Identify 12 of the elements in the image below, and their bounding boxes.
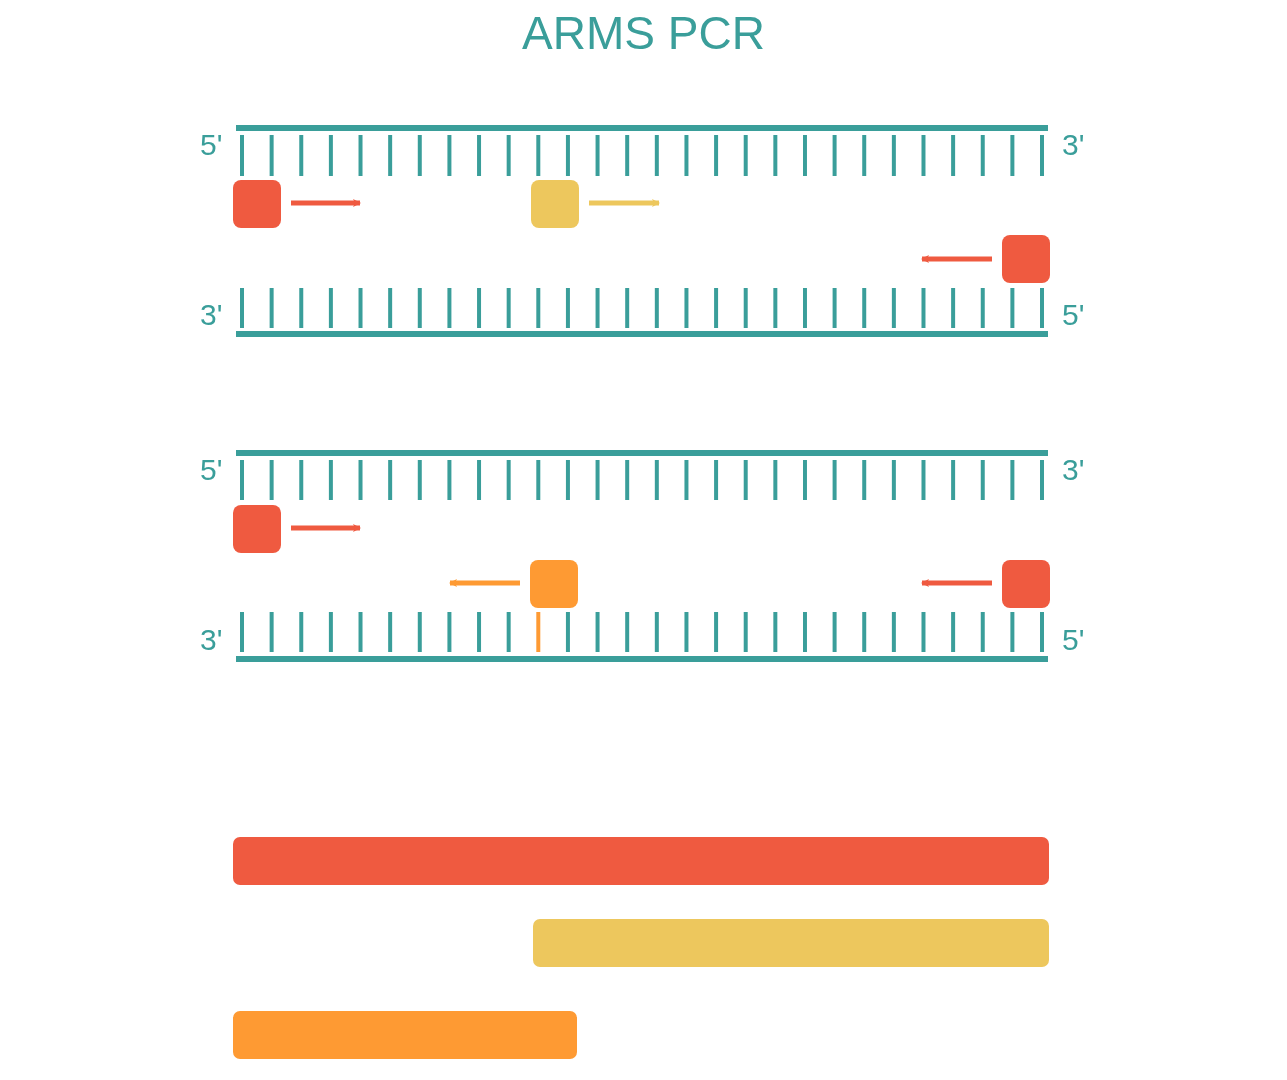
title: ARMS PCR (521, 10, 766, 56)
strand-end-label: 3' (1062, 130, 1085, 160)
product-bar (233, 837, 1049, 885)
strand-end-label: 5' (200, 130, 223, 160)
product-bar (233, 1011, 577, 1059)
product-bar (533, 919, 1049, 967)
strand-end-label: 3' (1062, 455, 1085, 485)
strand-end-label: 3' (200, 625, 223, 655)
strand-end-label: 5' (1062, 625, 1085, 655)
strand-end-label: 5' (200, 455, 223, 485)
strand-end-label: 3' (200, 300, 223, 330)
strand-end-label: 5' (1062, 300, 1085, 330)
